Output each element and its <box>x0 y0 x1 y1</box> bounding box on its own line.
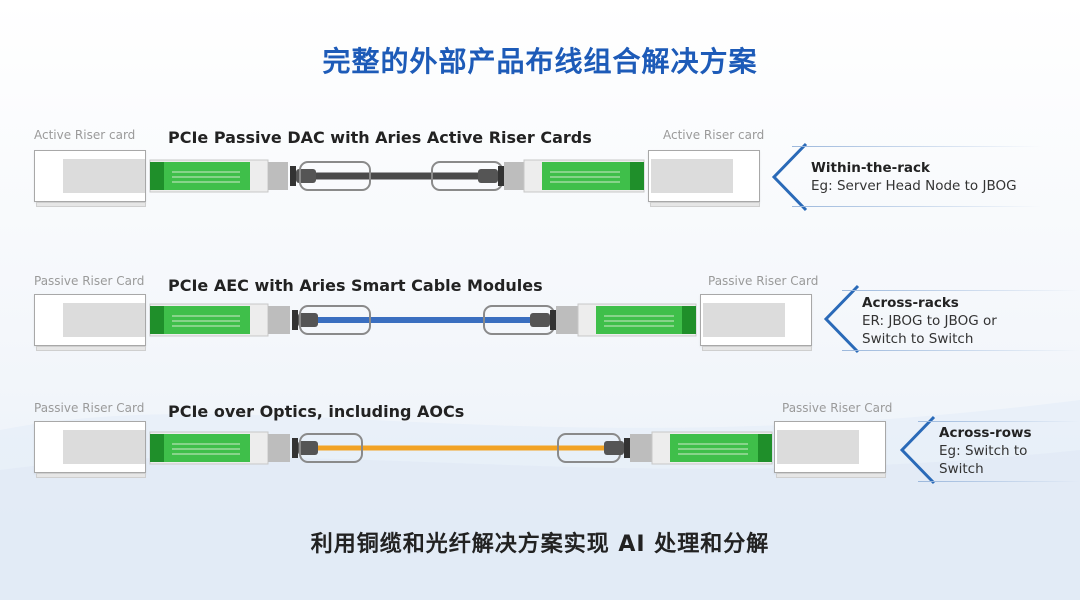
left-riser-card <box>34 421 146 473</box>
scope-heading: Across-racks <box>862 295 959 311</box>
scope-description: Across-racks ER: JBOG to JBOG or Switch … <box>862 294 997 348</box>
row-title: PCIe Passive DAC with Aries Active Riser… <box>168 128 592 147</box>
dac-cable-assembly <box>149 159 645 193</box>
right-card-label: Passive Riser Card <box>782 401 893 415</box>
left-riser-card <box>34 150 146 202</box>
scope-line: Switch to Switch <box>862 331 974 347</box>
scope-heading: Across-rows <box>939 425 1032 441</box>
right-riser-card <box>774 421 886 473</box>
left-card-label: Passive Riser Card <box>34 401 145 415</box>
right-card-base <box>776 473 886 478</box>
left-card-base <box>36 202 146 207</box>
right-connector <box>478 159 645 193</box>
side-line-top <box>792 146 1042 147</box>
side-line-bottom <box>918 481 1080 482</box>
row-title: PCIe over Optics, including AOCs <box>168 402 465 421</box>
row-aec: Passive Riser Card PCIe AEC with Aries S… <box>0 268 1080 378</box>
page-title: 完整的外部产品布线组合解决方案 <box>322 45 758 78</box>
side-line-top <box>918 421 1080 422</box>
chevron-left-icon <box>771 142 808 212</box>
side-line-bottom <box>792 206 1042 207</box>
scope-description: Across-rows Eg: Switch to Switch <box>939 424 1032 478</box>
right-card-label: Active Riser card <box>663 128 765 142</box>
aec-cable-assembly <box>149 303 697 337</box>
scope-line: ER: JBOG to JBOG or <box>862 313 997 329</box>
left-riser-card <box>34 294 146 346</box>
scope-line: Eg: Switch to <box>939 443 1028 459</box>
scope-description: Within-the-rack Eg: Server Head Node to … <box>811 159 1017 195</box>
side-line-bottom <box>842 350 1080 351</box>
side-line-top <box>842 290 1080 291</box>
left-card-label: Passive Riser Card <box>34 274 145 288</box>
right-connector <box>604 431 773 465</box>
right-card-base <box>702 346 812 351</box>
chevron-left-icon <box>823 284 860 354</box>
scope-line: Eg: Server Head Node to JBOG <box>811 178 1017 194</box>
right-riser-card <box>700 294 812 346</box>
scope-heading: Within-the-rack <box>811 160 930 176</box>
scope-line: Switch <box>939 461 984 477</box>
right-card-label: Passive Riser Card <box>708 274 819 288</box>
row-passive-dac: Active Riser card PCIe Passive DAC with … <box>0 122 1080 232</box>
chevron-left-icon <box>899 415 936 485</box>
left-connector <box>149 159 316 193</box>
left-card-base <box>36 473 146 478</box>
page-footer: 利用铜缆和光纤解决方案实现 AI 处理和分解 <box>310 532 770 557</box>
left-card-base <box>36 346 146 351</box>
optics-cable-assembly <box>149 431 773 465</box>
right-riser-card <box>648 150 760 202</box>
left-card-label: Active Riser card <box>34 128 136 142</box>
left-connector <box>149 431 318 465</box>
row-optics: Passive Riser Card PCIe over Optics, inc… <box>0 395 1080 505</box>
row-title: PCIe AEC with Aries Smart Cable Modules <box>168 276 543 295</box>
left-connector <box>149 303 318 337</box>
right-card-base <box>650 202 760 207</box>
right-connector <box>530 303 697 337</box>
